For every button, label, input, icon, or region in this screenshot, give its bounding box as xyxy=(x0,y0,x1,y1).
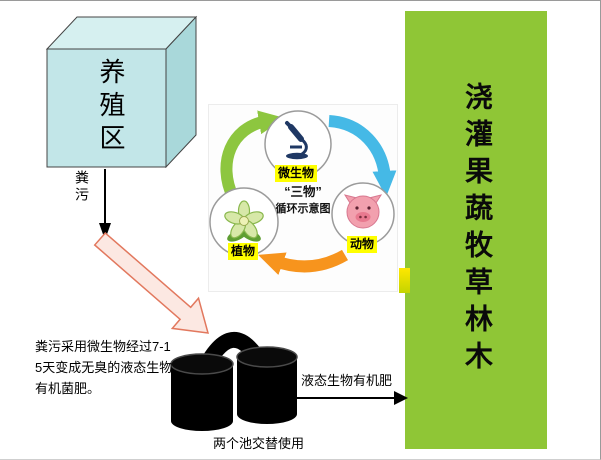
microbe-to-animal-arrow-icon xyxy=(328,115,397,197)
cycle-diagram: 微生物 动物 植物 “三物” 循环示意图 xyxy=(208,104,398,292)
animal-label: 动物 xyxy=(347,236,378,253)
fertilizer-flow-arrow-icon xyxy=(297,391,408,405)
breeding-area-box xyxy=(45,15,198,168)
pig-icon xyxy=(343,194,383,229)
cycle-title-line2: 循环示意图 xyxy=(275,203,331,215)
cycle-diagram-graphic xyxy=(209,110,397,276)
plant-to-microbe-arrow-icon xyxy=(220,110,285,200)
process-note: 粪污采用微生物经过7-15天变成无臭的液态生物有机菌肥。 xyxy=(35,339,173,396)
tanks-caption: 两个池交替使用 xyxy=(213,436,305,451)
manure-label: 粪污 xyxy=(74,170,90,204)
flower-icon xyxy=(224,200,264,242)
microscope-icon xyxy=(285,121,308,160)
animal-to-plant-arrow-icon xyxy=(258,249,349,276)
microbe-label: 微生物 xyxy=(275,165,318,182)
waste-flow-arrow-icon xyxy=(93,231,210,334)
cycle-title-line1: “三物” xyxy=(284,185,322,199)
plant-label: 植物 xyxy=(228,243,259,260)
accent-strip xyxy=(399,268,410,293)
manure-down-arrow-icon xyxy=(99,169,111,240)
fermentation-tanks xyxy=(170,331,298,431)
cycle-title: “三物” 循环示意图 xyxy=(253,181,353,216)
irrigation-panel: 浇灌果蔬牧草林木 xyxy=(405,11,547,449)
breeding-area-label: 养殖区 xyxy=(96,58,125,157)
liquid-fertilizer-label: 液态生物有机肥 xyxy=(301,373,393,388)
irrigation-panel-label: 浇灌果蔬牧草林木 xyxy=(461,82,492,378)
